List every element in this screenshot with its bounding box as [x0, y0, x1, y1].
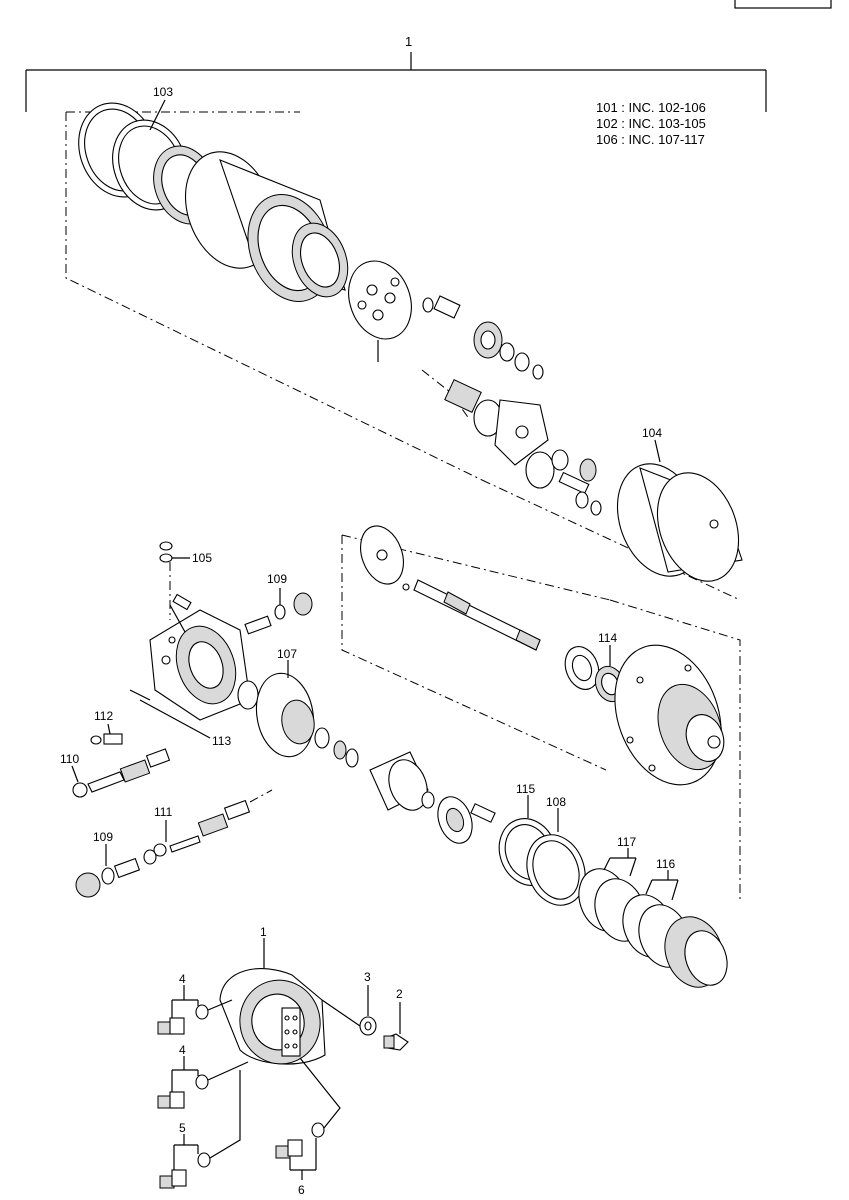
label-assembly-1: 1 — [405, 34, 412, 49]
motor-housing — [149, 593, 251, 721]
bracket-4-upper — [171, 985, 199, 1018]
label-109-upper: 109 — [267, 572, 287, 586]
part-3-washer — [359, 1016, 377, 1036]
note-102: 102 : INC. 103-105 — [596, 116, 706, 131]
part-2-bolt — [383, 1033, 409, 1051]
part-109-lower — [75, 849, 157, 898]
page-corner-box — [734, 0, 832, 9]
part-5-fitting — [159, 1070, 241, 1189]
final-drive-unit — [219, 968, 326, 1065]
assembly-bracket — [25, 52, 767, 112]
label-104: 104 — [642, 426, 662, 440]
bracket-5 — [173, 1134, 199, 1170]
carrier-plate — [348, 260, 412, 362]
note-101: 101 : INC. 102-106 — [596, 100, 706, 115]
bearing-114 — [564, 646, 626, 703]
part-4-fitting-upper — [157, 999, 233, 1035]
part-6-fitting — [275, 1057, 341, 1159]
label-105: 105 — [192, 551, 212, 565]
bracket-6 — [289, 1138, 317, 1180]
label-2: 2 — [396, 987, 403, 1001]
label-111: 111 — [154, 805, 173, 819]
part-109-upper — [244, 592, 313, 635]
label-117: 117 — [617, 835, 636, 849]
label-109-lower: 109 — [93, 830, 113, 844]
shaft-assembly — [360, 525, 541, 651]
label-113: 113 — [212, 734, 231, 748]
label-115: 115 — [516, 782, 535, 796]
label-4-lower: 4 — [179, 1043, 186, 1057]
spindle-flange — [614, 644, 725, 786]
label-107: 107 — [277, 647, 297, 661]
bracket-116 — [645, 870, 679, 901]
label-116: 116 — [656, 857, 675, 871]
part-113-leaders — [129, 689, 211, 739]
label-assembly-1-bottom: 1 — [260, 925, 267, 939]
part-111 — [153, 789, 273, 857]
drum-104 — [616, 463, 743, 582]
rings-117-116 — [578, 868, 728, 988]
bracket-117 — [603, 848, 637, 877]
part-112 — [90, 733, 123, 745]
part-107 — [237, 672, 315, 758]
cylinder-block — [314, 727, 496, 844]
part-4-fitting-lower — [157, 1061, 249, 1109]
label-112: 112 — [94, 709, 113, 723]
label-114: 114 — [598, 631, 617, 645]
label-4-upper: 4 — [179, 972, 186, 986]
label-110: 110 — [60, 752, 79, 766]
bracket-4-lower — [171, 1056, 199, 1092]
label-3: 3 — [364, 970, 371, 984]
part-110 — [72, 748, 171, 798]
part-105 — [159, 541, 173, 620]
hub-housing — [184, 151, 349, 302]
planet-gears — [422, 295, 544, 380]
rings-115-108 — [498, 818, 586, 906]
label-6: 6 — [298, 1183, 305, 1197]
sun-gear-set — [421, 369, 602, 516]
label-103: 103 — [153, 85, 173, 99]
label-5: 5 — [179, 1121, 186, 1135]
label-108: 108 — [546, 795, 566, 809]
note-106: 106 : INC. 107-117 — [596, 132, 705, 147]
